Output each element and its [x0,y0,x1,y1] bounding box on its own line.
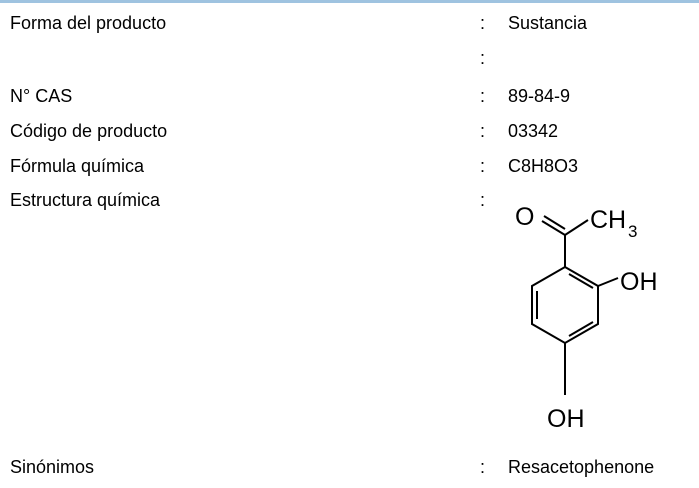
row-label: Fórmula química [10,156,145,176]
ring-double-top-right [568,273,594,289]
bond-ring-oh-right [597,277,619,287]
row-label: Estructura química [10,190,161,210]
header-divider [0,0,699,3]
chemical-structure-diagram: O CH 3 OH OH [500,190,690,445]
atom-oxygen-label: O [515,203,534,231]
row-empty: : [0,46,699,70]
row-colon: : [480,48,486,68]
bond-c-o-double [543,215,566,230]
atom-oh-right-label: OH [620,268,658,296]
row-label: N° CAS [10,86,73,106]
atom-ch-label: CH [590,206,626,234]
row-value: C8H8O3 [508,156,579,176]
row-colon: : [480,13,486,33]
row-product-form: Forma del producto : Sustancia [0,11,699,35]
row-colon: : [480,121,486,141]
row-colon: : [480,86,486,106]
row-cas-number: N° CAS : 89-84-9 [0,84,699,108]
row-colon: : [480,190,486,210]
row-value: 03342 [508,121,559,141]
row-synonyms: Sinónimos : Resacetophenone [0,455,699,479]
atom-ch-subscript: 3 [628,222,637,241]
bond-c-o [541,220,566,236]
row-product-code: Código de producto : 03342 [0,119,699,143]
row-chemical-formula: Fórmula química : C8H8O3 [0,154,699,178]
row-value: Resacetophenone [508,457,655,477]
structure-svg: O CH 3 OH OH [515,203,658,433]
bond-c-ch3 [564,219,589,236]
row-label: Sinónimos [10,457,95,477]
row-label: Forma del producto [10,13,167,33]
row-value: Sustancia [508,13,588,33]
ring-double-bottom-right [568,321,594,337]
row-label: Código de producto [10,121,168,141]
row-value: 89-84-9 [508,86,571,106]
row-chemical-structure: Estructura química : [0,188,699,212]
row-colon: : [480,457,486,477]
benzene-ring [531,265,599,345]
atom-oh-bottom-label: OH [547,405,585,433]
row-colon: : [480,156,486,176]
